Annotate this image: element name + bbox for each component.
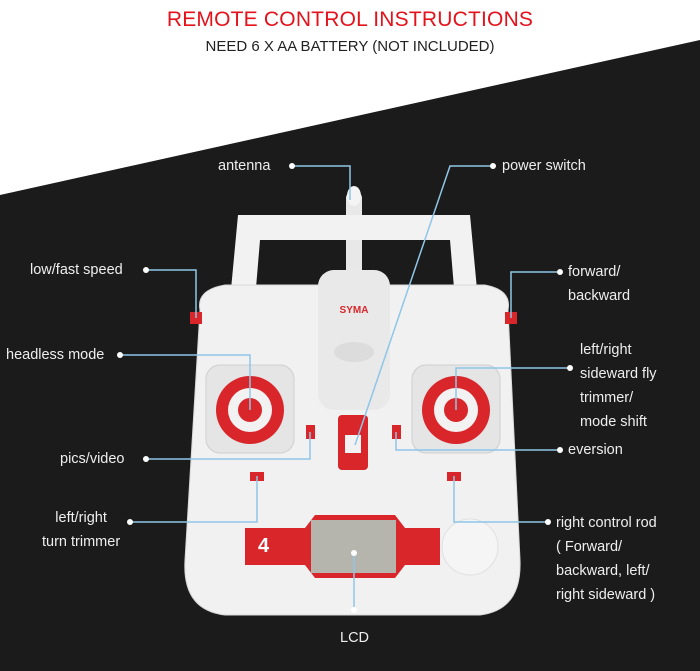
- power-switch-slider[interactable]: [345, 435, 361, 453]
- label-low-fast-speed: low/fast speed: [30, 262, 123, 278]
- label-lcd: LCD: [340, 630, 370, 646]
- leader-dots: [117, 163, 573, 613]
- label-sideward-trimmer: left/right sideward fly trimmer/ mode sh…: [580, 338, 657, 434]
- label-antenna: antenna: [218, 158, 271, 174]
- label-line: backward: [568, 288, 631, 304]
- four-channel-badge: 4: [258, 535, 270, 557]
- label-line: right sideward ): [556, 587, 656, 603]
- label-forward-backward: forward/ backward: [568, 260, 630, 308]
- label-eversion: eversion: [568, 442, 623, 458]
- syma-logo: SYMA: [340, 305, 369, 316]
- label-line: ( Forward/: [556, 539, 623, 555]
- label-line: backward, left/: [556, 563, 650, 579]
- battery-cover-knob: [441, 518, 499, 576]
- label-line: forward/: [568, 264, 621, 280]
- label-headless-mode: headless mode: [6, 347, 105, 363]
- label-line: trimmer/: [580, 390, 634, 406]
- page-subtitle: NEED 6 X AA BATTERY (NOT INCLUDED): [205, 38, 495, 55]
- carry-handle: [230, 215, 478, 300]
- label-line: mode shift: [580, 414, 647, 430]
- label-line: sideward fly: [580, 366, 657, 382]
- label-right-control-rod: right control rod ( Forward/ backward, l…: [556, 511, 657, 607]
- label-turn-trimmer: left/right turn trimmer: [42, 506, 120, 554]
- label-power-switch: power switch: [502, 158, 586, 174]
- label-line: left/right: [580, 342, 632, 358]
- label-line: left/right: [55, 510, 107, 526]
- page-title: REMOTE CONTROL INSTRUCTIONS: [166, 8, 534, 31]
- center-panel: [318, 270, 390, 410]
- label-line: turn trimmer: [42, 534, 121, 550]
- leader-lines: [120, 165, 570, 610]
- label-pics-video: pics/video: [60, 451, 125, 467]
- center-indent: [334, 342, 374, 362]
- label-line: right control rod: [556, 515, 657, 531]
